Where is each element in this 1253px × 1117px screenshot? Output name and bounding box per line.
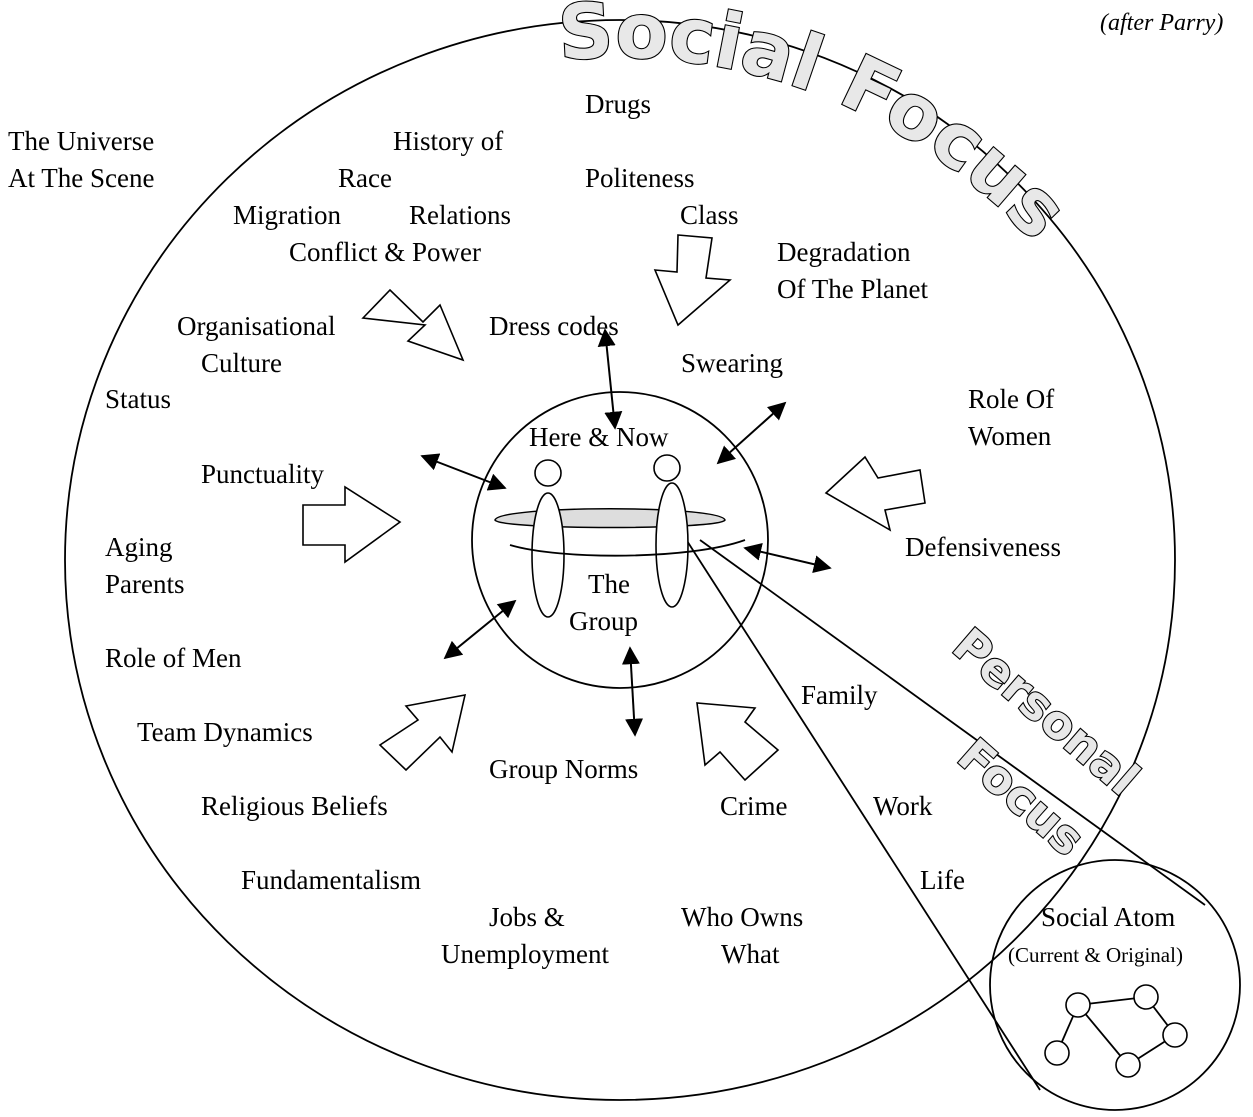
label-status: Status xyxy=(105,384,171,414)
social-atom-network xyxy=(1044,984,1188,1078)
label-role-women-2: Women xyxy=(968,421,1052,451)
label-history-2: Race xyxy=(338,163,392,193)
label-family: Family xyxy=(801,680,878,710)
atom-tangent-upper xyxy=(699,539,1206,906)
label-history-4: Relations xyxy=(409,200,511,230)
block-arrows xyxy=(302,234,926,782)
label-here-now: Here & Now xyxy=(529,422,669,452)
attribution: (after Parry) xyxy=(1100,10,1223,36)
label-jobs-1: Jobs & xyxy=(489,902,565,932)
group-ring-back xyxy=(494,508,726,529)
label-defensiveness: Defensiveness xyxy=(905,532,1061,562)
label-punctuality: Punctuality xyxy=(201,459,324,489)
label-role-women-1: Role Of xyxy=(968,384,1054,414)
label-social-atom-2: (Current & Original) xyxy=(1008,943,1183,967)
label-life: Life xyxy=(920,865,965,895)
atom-tangent-lower xyxy=(679,529,1041,1091)
label-dress-codes: Dress codes xyxy=(489,311,619,341)
social-focus-title: Social Focus xyxy=(556,0,1085,256)
label-degradation-1: Degradation xyxy=(777,237,911,267)
label-role-men: Role of Men xyxy=(105,643,242,673)
label-team-dynamics: Team Dynamics xyxy=(137,717,313,747)
label-history-1: History of xyxy=(393,126,503,156)
label-group-norms: Group Norms xyxy=(489,754,638,784)
label-work: Work xyxy=(873,791,933,821)
label-social-atom-1: Social Atom xyxy=(1041,902,1175,932)
label-swearing: Swearing xyxy=(681,348,783,378)
group-ring-front xyxy=(509,539,746,557)
label-who-owns-2: What xyxy=(721,939,780,969)
label-universe-1: The Universe xyxy=(8,126,154,156)
label-jobs-2: Unemployment xyxy=(441,939,609,969)
social-atom-circle xyxy=(989,859,1241,1111)
social-circle xyxy=(64,19,1176,1101)
label-who-owns-1: Who Owns xyxy=(681,902,803,932)
double-arrows xyxy=(420,328,832,737)
label-religious: Religious Beliefs xyxy=(201,791,388,821)
label-history-5: Conflict & Power xyxy=(289,237,481,267)
label-universe-2: At The Scene xyxy=(8,163,154,193)
label-org-1: Organisational xyxy=(177,311,335,341)
figure-right-body xyxy=(655,482,689,608)
label-politeness: Politeness xyxy=(585,163,695,193)
label-group-2: Group xyxy=(569,606,638,636)
label-history-3: Migration xyxy=(233,200,341,230)
figure-left-head xyxy=(534,459,562,487)
figure-left-body xyxy=(531,492,565,618)
label-crime: Crime xyxy=(720,791,788,821)
group-figures xyxy=(494,454,746,618)
label-aging-2: Parents xyxy=(105,569,184,599)
figure-right-head xyxy=(653,454,681,482)
label-drugs: Drugs xyxy=(585,89,651,119)
label-group-1: The xyxy=(588,569,630,599)
label-org-2: Culture xyxy=(201,348,282,378)
label-class: Class xyxy=(680,200,739,230)
label-degradation-2: Of The Planet xyxy=(777,274,928,304)
label-aging-1: Aging xyxy=(105,532,173,562)
label-fundamentalism: Fundamentalism xyxy=(241,865,421,895)
